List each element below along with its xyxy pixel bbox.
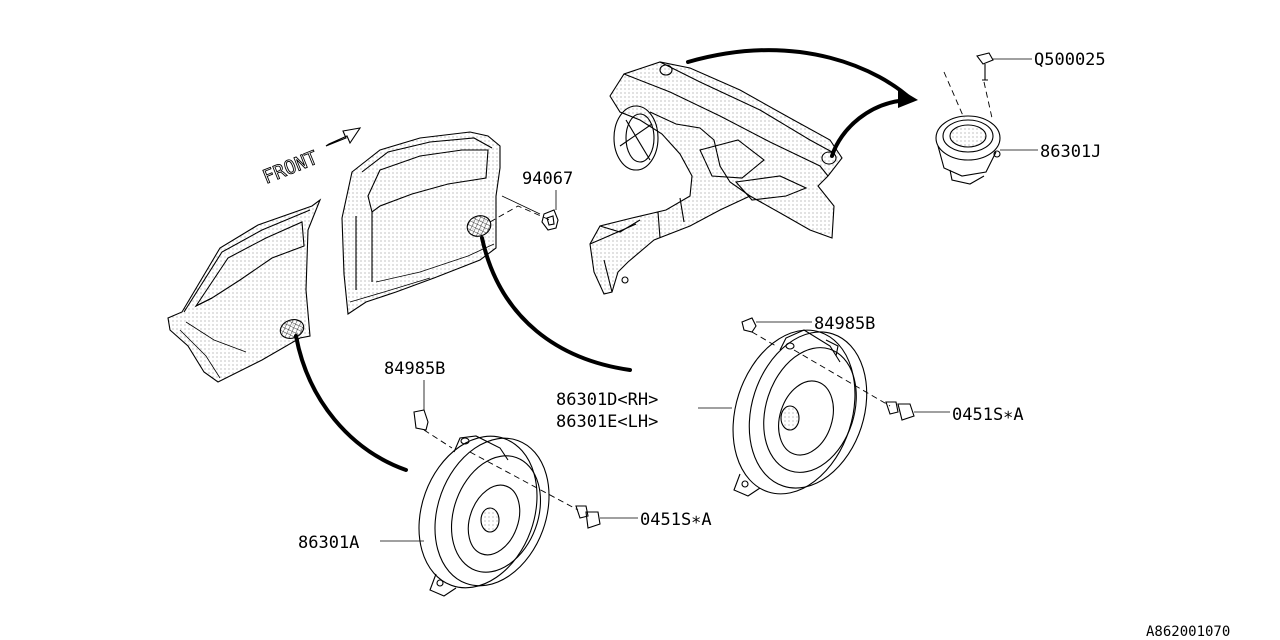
- dash-mount-hole-right: [821, 151, 837, 165]
- front-arrow-icon: [325, 127, 362, 147]
- label-94067: 94067: [522, 169, 573, 189]
- label-86301a: 86301A: [298, 533, 359, 553]
- label-86301d: 86301D<RH>: [556, 390, 658, 410]
- part-labels: Q500025 86301J 94067 84985B 86301D<RH> 8…: [298, 50, 1230, 640]
- front-door-trim-panel: [341, 131, 501, 315]
- label-0451s-left: 0451S∗A: [640, 510, 712, 530]
- clip-94067: [489, 195, 559, 231]
- clip-nut-icon: [413, 409, 429, 431]
- label-84985b-right: 84985B: [814, 314, 875, 334]
- dash-mount-hole-left: [659, 64, 673, 76]
- tweeter-speaker-assembly: [935, 52, 1001, 185]
- connector-arc-dash-to-tweeter: [686, 48, 914, 102]
- connector-arc-rear-speaker: [294, 334, 408, 472]
- connector-curves: [294, 48, 918, 472]
- leader-lines: [380, 58, 1038, 542]
- front-label: FRONT: [260, 147, 321, 189]
- diagram-code: A862001070: [1146, 624, 1230, 640]
- connector-arc-tweeter-return: [830, 98, 914, 158]
- label-86301e: 86301E<LH>: [556, 412, 658, 432]
- label-q500025: Q500025: [1034, 50, 1106, 70]
- label-86301j: 86301J: [1040, 142, 1101, 162]
- arrow-head-icon: [898, 88, 918, 108]
- tweeter-body: [935, 115, 1001, 161]
- screw-head-icon: [976, 52, 994, 65]
- label-0451s-right: 0451S∗A: [952, 405, 1024, 425]
- rear-door-trim-panel: [167, 198, 322, 383]
- front-door-speaker: [732, 317, 915, 497]
- rear-door-speaker: [413, 409, 601, 597]
- front-direction-indicator: FRONT: [259, 127, 362, 189]
- label-84985b-left: 84985B: [384, 359, 445, 379]
- clip-nut-icon: [741, 317, 757, 333]
- connector-arc-front-speaker: [480, 236, 632, 372]
- steering-column-opening: [613, 105, 659, 171]
- instrument-panel: [589, 61, 843, 295]
